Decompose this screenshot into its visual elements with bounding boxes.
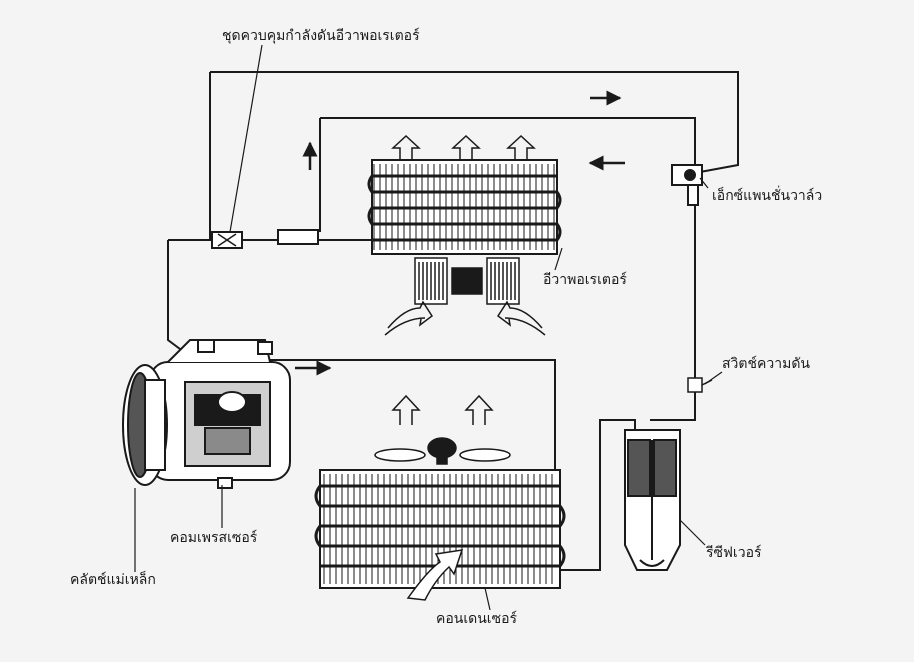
leader-pressure-switch	[704, 371, 723, 385]
receiver-drier	[624, 429, 681, 571]
label-condenser: คอนเดนเซอร์	[436, 611, 518, 627]
pipe-outer-top	[210, 71, 739, 173]
pipe-liquid-line	[650, 190, 696, 421]
leader-expansion-valve	[699, 177, 709, 189]
label-evaporator: อีวาพอเรเตอร์	[543, 272, 627, 288]
label-expansion-valve: เอ็กซ์แพนชั่นวาล์ว	[712, 188, 823, 204]
label-compressor: คอมเพรสเซอร์	[170, 530, 258, 546]
condenser-airflow-up	[391, 394, 494, 425]
leader-receiver	[679, 519, 706, 546]
label-evap-pressure-control: ชุดควบคุมกำลังดันอีวาพอเรเตอร์	[222, 28, 420, 44]
label-receiver: รีซีฟเวอร์	[706, 545, 762, 561]
blower-intake-arrows	[384, 300, 546, 336]
pipe-discharge	[262, 359, 556, 470]
leader-lines	[134, 44, 723, 611]
leader-condenser	[484, 587, 491, 611]
label-pressure-switch: สวิตช์ความดัน	[722, 356, 810, 372]
pressure-switch-device	[687, 377, 713, 393]
evaporator-airflow-up	[391, 134, 536, 160]
pipe-condenser-out	[555, 419, 636, 571]
leader-evaporator	[554, 247, 563, 271]
leader-pressure-control	[229, 44, 263, 233]
magnetic-clutch-pulley	[122, 364, 168, 486]
flow-arrows	[295, 90, 625, 376]
expansion-valve	[671, 164, 703, 206]
pipe-inner-top	[320, 117, 696, 170]
condenser-fan	[374, 437, 511, 465]
evaporator-blower	[414, 257, 520, 305]
pressure-regulator-device	[211, 229, 319, 249]
label-magnetic-clutch: คลัตช์แม่เหล็ก	[70, 572, 156, 588]
ram-air-arrow	[406, 549, 464, 601]
compressor-unit	[149, 339, 291, 489]
evaporator-coil	[367, 159, 562, 255]
